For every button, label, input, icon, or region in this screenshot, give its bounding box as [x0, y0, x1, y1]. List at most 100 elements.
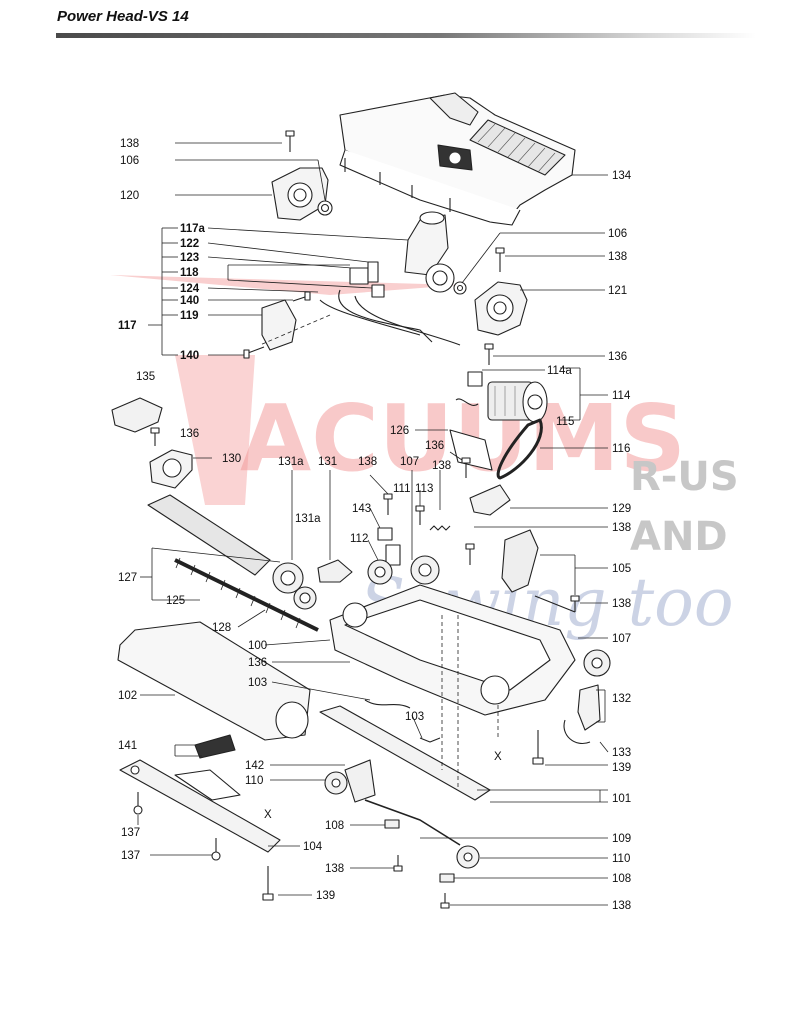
- wheel-110-right: [456, 845, 480, 869]
- callout-101: 101: [612, 793, 631, 805]
- callout-107: 107: [612, 633, 631, 645]
- screw-136-filter: [461, 457, 471, 478]
- top-cover-134: [339, 92, 576, 226]
- screw-138-top: [285, 130, 295, 152]
- callout-138-mid: 138: [358, 456, 377, 468]
- screw-140-lower: [243, 346, 265, 359]
- callout-112: 112: [350, 533, 368, 545]
- callout-106: 106: [120, 155, 139, 167]
- callout-136-motor: 136: [608, 351, 627, 363]
- hose-connector: [404, 211, 455, 293]
- bracket-119: [261, 299, 297, 351]
- leader-lines: [137, 142, 609, 906]
- pedal-105: [501, 529, 539, 593]
- callout-124: 124: [180, 283, 200, 295]
- callout-120: 120: [120, 190, 139, 202]
- screw-138-105: [570, 595, 580, 612]
- callout-110-left: 110: [245, 775, 263, 787]
- belt-116: [496, 418, 543, 480]
- callout-138: 138: [120, 138, 139, 150]
- wheel-112: [367, 559, 393, 585]
- callout-115: 115: [556, 416, 574, 428]
- callout-102: 102: [118, 690, 137, 702]
- callout-x-right: X: [494, 751, 502, 763]
- brushroll-128: [174, 557, 319, 632]
- parts-drawing: [111, 92, 611, 909]
- callout-138-105: 138: [612, 598, 631, 610]
- screw-137b: [211, 838, 221, 861]
- base-housing-100: [329, 584, 576, 716]
- callout-138-129: 138: [612, 522, 631, 534]
- callout-108-lower: 108: [612, 873, 631, 885]
- callout-113: 113: [415, 483, 433, 495]
- callout-138-bottom: 138: [325, 863, 344, 875]
- callout-labels: 138 106 120 134 117a 122 123 118 124 140…: [118, 138, 632, 912]
- brush-end-gear-125: [272, 562, 317, 610]
- callout-116: 116: [612, 443, 630, 455]
- spring-113: [429, 525, 451, 531]
- callout-103-lower: 103: [405, 711, 424, 723]
- brushroll-wrap: [147, 494, 271, 576]
- latch-131: [317, 559, 353, 583]
- motor-114: [455, 371, 548, 423]
- callout-110-right: 110: [612, 853, 630, 865]
- screw-138-121: [495, 247, 505, 272]
- callout-108: 108: [325, 820, 344, 832]
- screw-139-right: [532, 730, 544, 765]
- clip-129: [469, 484, 511, 516]
- callout-117a: 117a: [180, 223, 206, 235]
- callout-125: 125: [166, 595, 185, 607]
- screw-140: [292, 291, 311, 302]
- clip-108-b: [439, 873, 455, 883]
- callout-104: 104: [303, 841, 323, 853]
- callout-114a: 114a: [547, 365, 572, 377]
- axle-109: [364, 799, 461, 846]
- callout-131a-mid: 131a: [295, 513, 321, 525]
- callout-142: 142: [245, 760, 264, 772]
- wheel-107: [583, 649, 611, 677]
- axle-105: [534, 595, 576, 613]
- callout-111: 111: [393, 483, 410, 495]
- bushing-106: [453, 281, 467, 295]
- callout-126: 126: [390, 425, 409, 437]
- callout-122: 122: [180, 238, 199, 250]
- callout-130: 130: [222, 453, 241, 465]
- callout-121: 121: [608, 285, 627, 297]
- spring-133: [563, 719, 591, 744]
- title-underline: [56, 33, 756, 38]
- callout-138-right: 138: [608, 251, 627, 263]
- callout-106-right: 106: [608, 228, 627, 240]
- wheel-bracket-142: [344, 759, 376, 803]
- callout-141: 141: [118, 740, 137, 752]
- dash-lines: [259, 314, 499, 790]
- watermark-v-shape: [175, 355, 255, 505]
- callout-123: 123: [180, 252, 199, 264]
- screw-138-143: [383, 493, 393, 515]
- callout-100: 100: [248, 640, 267, 652]
- watermark-suffix-and: AND: [630, 514, 728, 560]
- screw-136-motor: [484, 343, 494, 365]
- callout-118: 118: [180, 267, 199, 279]
- base-plate-104: [119, 759, 281, 853]
- callout-137-lower: 137: [121, 850, 140, 862]
- callout-117: 117: [118, 320, 137, 332]
- callout-143: 143: [352, 503, 371, 515]
- callout-136-base: 136: [248, 657, 267, 669]
- callout-134: 134: [612, 170, 632, 182]
- callout-109: 109: [612, 833, 631, 845]
- screw-136-left: [150, 427, 160, 446]
- callout-140: 140: [180, 295, 199, 307]
- switch-assembly-117: [319, 261, 461, 346]
- screw-139-left: [262, 866, 274, 901]
- callout-131: 131: [318, 456, 337, 468]
- watermark-suffix-rus: R-US: [630, 454, 739, 500]
- end-cap-130: [149, 449, 193, 489]
- callout-139-left: 139: [316, 890, 335, 902]
- callout-140-lower: 140: [180, 350, 199, 362]
- pad-141: [194, 734, 236, 759]
- side-cap-121: [474, 281, 528, 336]
- clip-108-a: [384, 819, 400, 829]
- cap-135: [111, 397, 163, 433]
- callout-107-top: 107: [400, 456, 419, 468]
